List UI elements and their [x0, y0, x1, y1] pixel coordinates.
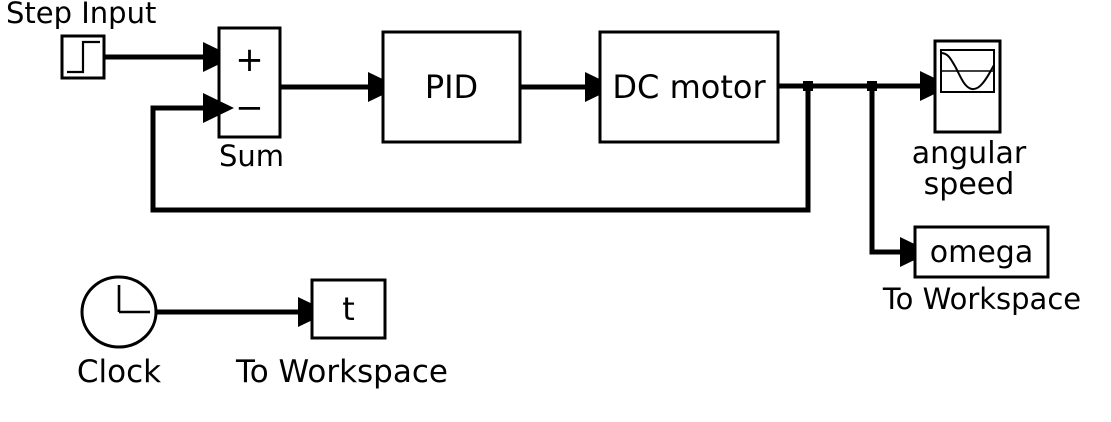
dc-motor-label: DC motor — [612, 68, 766, 106]
clock-caption: Clock — [76, 354, 162, 390]
t-to-workspace-caption: To Workspace — [236, 354, 448, 390]
pid-label: PID — [424, 68, 479, 106]
sum-plus-sign: + — [235, 40, 264, 80]
angular-speed-caption-line1: angular — [911, 136, 1027, 171]
signal-motor-to-omega — [869, 86, 931, 267]
pid-block[interactable] — [381, 30, 522, 144]
signal-feedback-to-sum — [150, 86, 811, 213]
sum-block[interactable] — [217, 26, 282, 139]
angular-speed-caption-line2: speed — [923, 167, 1015, 202]
omega-to-workspace-caption: To Workspace — [882, 282, 1082, 316]
t-to-workspace-block[interactable] — [310, 278, 387, 340]
step-input-block[interactable] — [60, 34, 106, 80]
junction-dot-feedback — [803, 81, 813, 91]
scope-block[interactable] — [933, 39, 1002, 134]
clock-block[interactable] — [80, 275, 158, 349]
junction-dot-omega — [867, 81, 877, 91]
step-input-label: Step Input — [6, 0, 157, 30]
t-label: t — [342, 290, 355, 328]
omega-to-workspace-block[interactable] — [913, 225, 1050, 279]
omega-label: omega — [929, 234, 1034, 270]
sum-minus-sign: − — [235, 88, 264, 128]
sum-caption: Sum — [219, 139, 285, 173]
